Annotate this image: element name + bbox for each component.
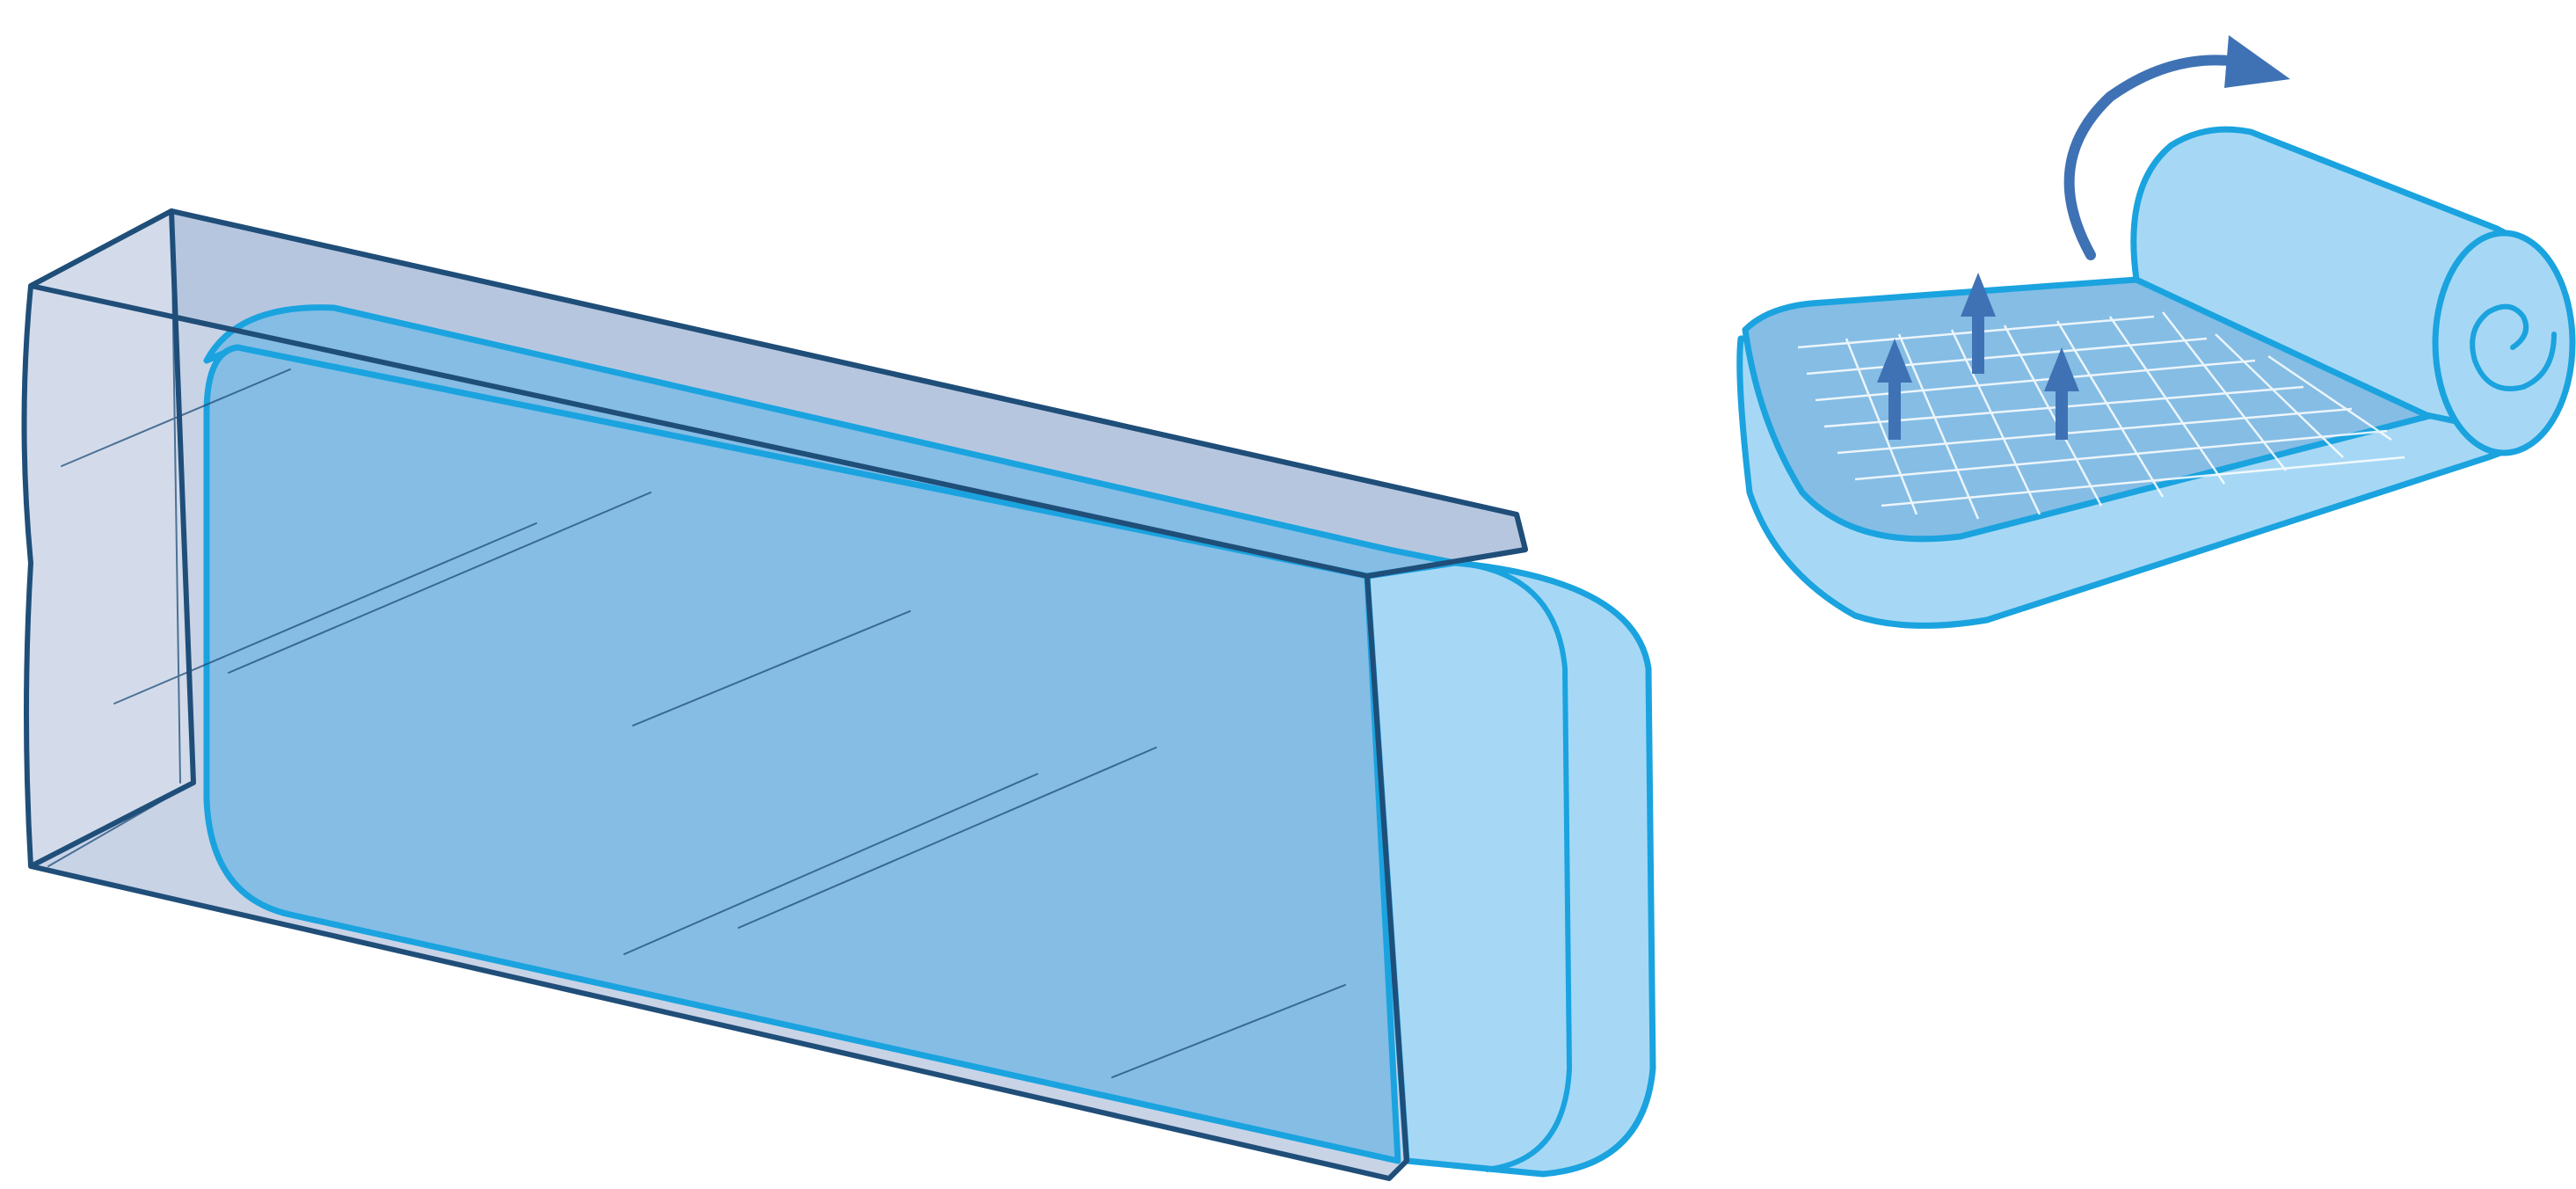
mattress-unrolling — [1740, 35, 2572, 625]
plastic-bag-left-face — [25, 211, 194, 866]
mattress-end-cap — [1367, 563, 1653, 1174]
mattress-in-plastic-bag — [25, 211, 1654, 1178]
